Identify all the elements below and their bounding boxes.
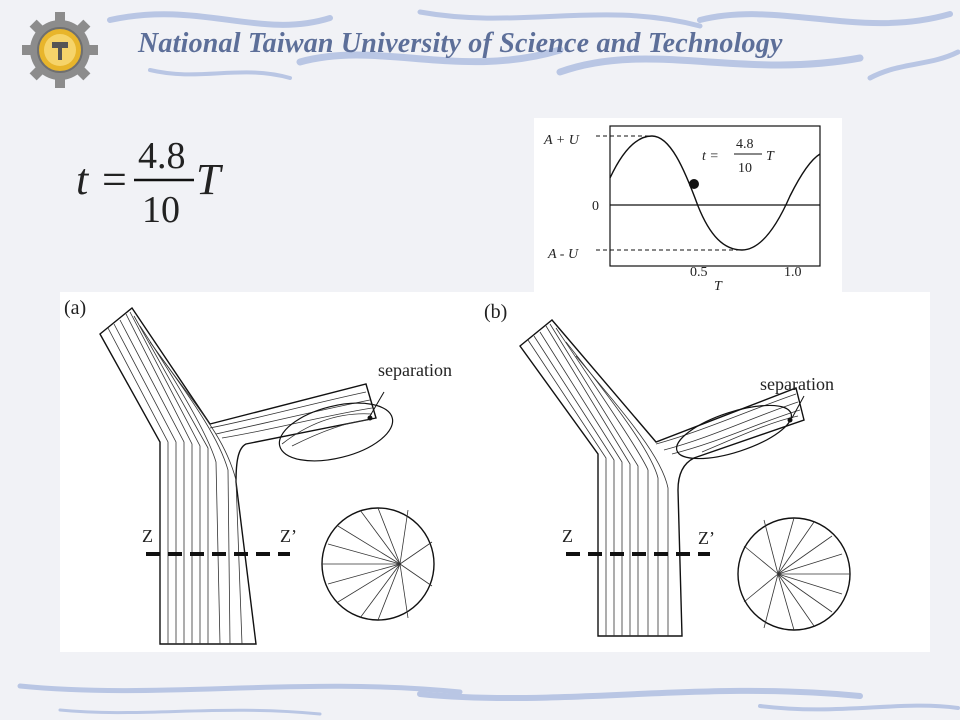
formula-numerator: 4.8	[138, 135, 186, 177]
sine-annotation-suffix: T	[766, 149, 775, 164]
vessel-outline-b	[519, 319, 805, 637]
section-left-label-b: Z	[562, 526, 573, 546]
section-right-label-b: Z’	[698, 528, 715, 548]
formula-rhs: T	[196, 155, 224, 204]
flow-diagram-b: (b) separation Z Z’	[480, 292, 930, 652]
formula-lhs: t	[76, 155, 90, 204]
sine-x-tick-one: 1.0	[784, 265, 802, 280]
separation-label-a: separation	[378, 360, 452, 380]
panel-b-label: (b)	[484, 301, 507, 323]
sine-y-label-top: A + U	[543, 133, 580, 148]
cross-section-streamlines-b	[743, 517, 850, 631]
flow-diagram-a: (a) separation Z Z’	[60, 292, 480, 652]
sine-annotation-numerator: 4.8	[736, 137, 754, 152]
sine-annotation-denominator: 10	[738, 161, 752, 176]
separation-ellipse-a	[278, 402, 394, 462]
sine-y-label-bottom: A - U	[547, 247, 579, 262]
sine-x-axis-label: T	[714, 279, 723, 294]
panel-a-label: (a)	[64, 297, 86, 319]
sine-annotation-prefix: t =	[702, 149, 719, 164]
formula-equals: =	[102, 155, 127, 204]
separation-ellipse-b	[676, 404, 792, 460]
streamline-figure-b: (b) separation Z Z’	[484, 301, 851, 637]
section-left-label-a: Z	[142, 526, 153, 546]
sine-x-tick-half: 0.5	[690, 265, 708, 280]
formula-denominator: 10	[142, 189, 180, 231]
page-title: National Taiwan University of Science an…	[138, 28, 783, 59]
gear-logo-icon	[22, 12, 98, 88]
sine-marker-point	[689, 179, 699, 189]
sine-y-label-zero: 0	[592, 199, 599, 214]
cross-section-streamlines-a	[322, 507, 433, 621]
section-right-label-a: Z’	[280, 526, 297, 546]
streamline-figure-a: (a) separation Z Z’	[64, 297, 452, 645]
sine-wave-figure: A + U 0 A - U 0.5 1.0 T t = 4.8 10 T	[543, 125, 821, 294]
streamlines-a	[107, 311, 373, 645]
sine-curve	[609, 135, 821, 251]
vessel-outline-a	[99, 306, 377, 645]
streamlines-b	[527, 323, 801, 636]
period-fraction-formula: t = 4.8 10 T	[76, 135, 224, 231]
separation-label-b: separation	[760, 374, 834, 394]
sine-wave-panel: A + U 0 A - U 0.5 1.0 T t = 4.8 10 T	[534, 118, 842, 294]
